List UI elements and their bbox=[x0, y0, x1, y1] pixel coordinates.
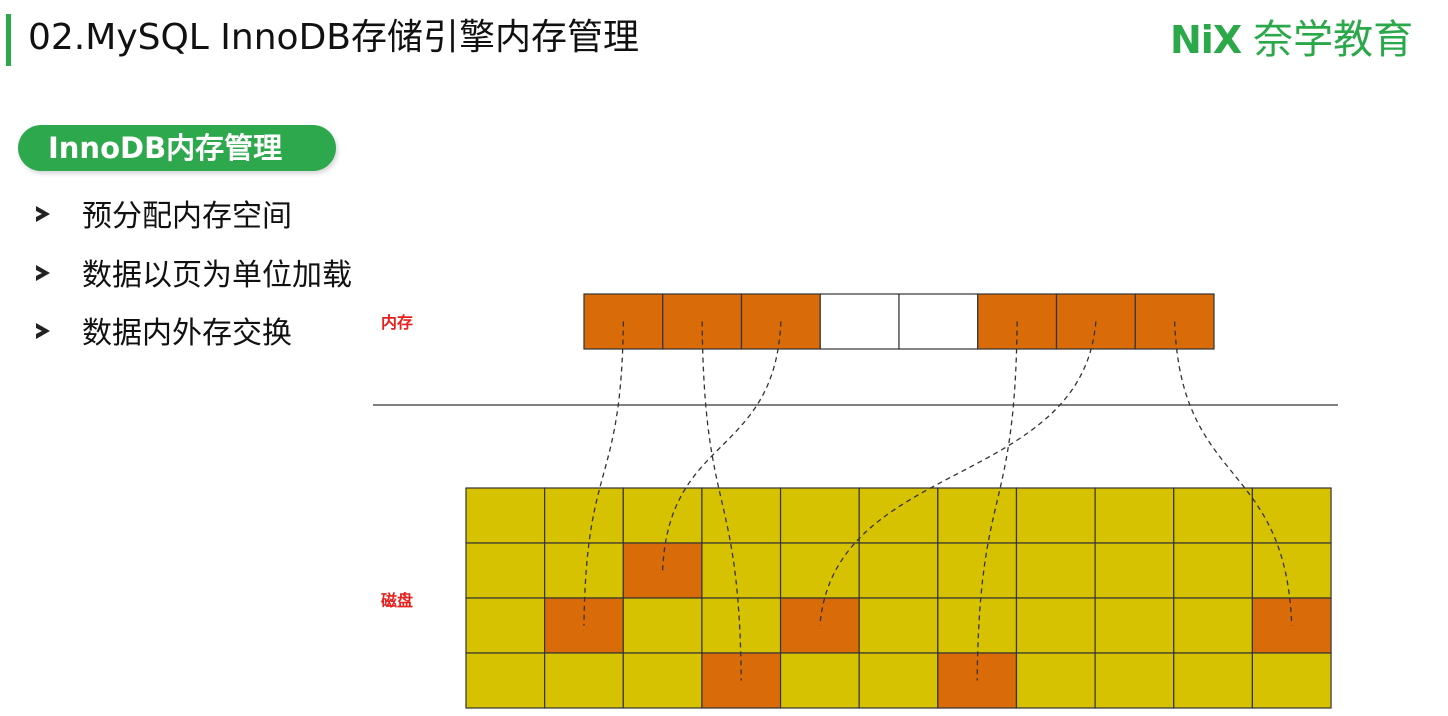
disk-page bbox=[1015, 487, 1096, 544]
bullet-list: 预分配内存空间 数据以页为单位加载 数据内外存交换 bbox=[36, 184, 352, 360]
disk-page bbox=[1173, 487, 1254, 544]
disk-page bbox=[1094, 652, 1175, 709]
disk-page bbox=[858, 597, 939, 654]
logo-mark: NiX bbox=[1170, 18, 1242, 62]
disk-page bbox=[1094, 487, 1175, 544]
disk-page bbox=[937, 487, 1018, 544]
disk-page bbox=[544, 487, 624, 544]
disk-page-loaded bbox=[622, 542, 703, 599]
disk-page bbox=[544, 652, 624, 709]
bullet-item: 数据内外存交换 bbox=[36, 301, 352, 360]
disk-page bbox=[701, 542, 782, 599]
disk-page bbox=[1173, 542, 1254, 599]
logo-text: 奈学教育 bbox=[1253, 17, 1414, 63]
brand-logo: NiX 奈学教育 bbox=[1170, 14, 1413, 66]
arrow-bullet-icon bbox=[36, 206, 50, 223]
disk-page bbox=[937, 597, 1018, 654]
disk-page bbox=[1094, 597, 1175, 654]
page-title: 02.MySQL InnoDB存储引擎内存管理 bbox=[28, 17, 639, 58]
memory-label: 内存 bbox=[381, 313, 413, 332]
disk-page bbox=[622, 487, 703, 544]
disk-page bbox=[1094, 542, 1175, 599]
disk-page bbox=[937, 542, 1018, 599]
disk-page bbox=[1015, 597, 1096, 654]
disk-page bbox=[465, 597, 546, 654]
disk-page bbox=[701, 597, 782, 654]
disk-page bbox=[465, 487, 546, 544]
bullet-item: 数据以页为单位加载 bbox=[36, 243, 352, 302]
memory-page-empty bbox=[898, 293, 979, 350]
disk-page bbox=[1173, 652, 1254, 709]
arrow-bullet-icon bbox=[36, 323, 50, 340]
page-mapping-link bbox=[701, 321, 742, 681]
disk-page bbox=[858, 542, 939, 599]
disk-page bbox=[1251, 487, 1332, 544]
memory-bar bbox=[583, 293, 1215, 350]
disk-page bbox=[622, 652, 703, 709]
title-accent-bar bbox=[6, 14, 11, 66]
disk-page bbox=[1015, 652, 1096, 709]
disk-page bbox=[779, 487, 860, 544]
disk-page bbox=[622, 597, 703, 654]
disk-page bbox=[858, 487, 939, 544]
disk-page bbox=[1251, 652, 1332, 709]
section-badge: InnoDB内存管理 bbox=[18, 125, 336, 171]
page-mapping-link bbox=[1173, 321, 1293, 626]
disk-page bbox=[465, 652, 546, 709]
memory-page-empty bbox=[819, 293, 900, 350]
disk-page bbox=[701, 487, 782, 544]
disk-page bbox=[1251, 542, 1332, 599]
disk-grid bbox=[465, 487, 1332, 709]
bullet-text: 数据以页为单位加载 bbox=[82, 257, 352, 293]
bullet-text: 预分配内存空间 bbox=[82, 199, 292, 235]
page-mapping-link bbox=[661, 321, 782, 571]
bullet-item: 预分配内存空间 bbox=[36, 184, 352, 243]
page-mapping-link bbox=[819, 321, 1097, 626]
arrow-bullet-icon bbox=[36, 264, 50, 281]
disk-page bbox=[779, 652, 860, 709]
page-mapping-link bbox=[976, 321, 1018, 681]
disk-label: 磁盘 bbox=[381, 591, 413, 610]
disk-page bbox=[544, 542, 624, 599]
page-mapping-link bbox=[583, 321, 625, 626]
disk-page bbox=[858, 652, 939, 709]
disk-page bbox=[465, 542, 546, 599]
disk-page bbox=[1015, 542, 1096, 599]
bullet-text: 数据内外存交换 bbox=[82, 316, 292, 352]
disk-page bbox=[1173, 597, 1254, 654]
page-mapping-links bbox=[583, 321, 1293, 681]
